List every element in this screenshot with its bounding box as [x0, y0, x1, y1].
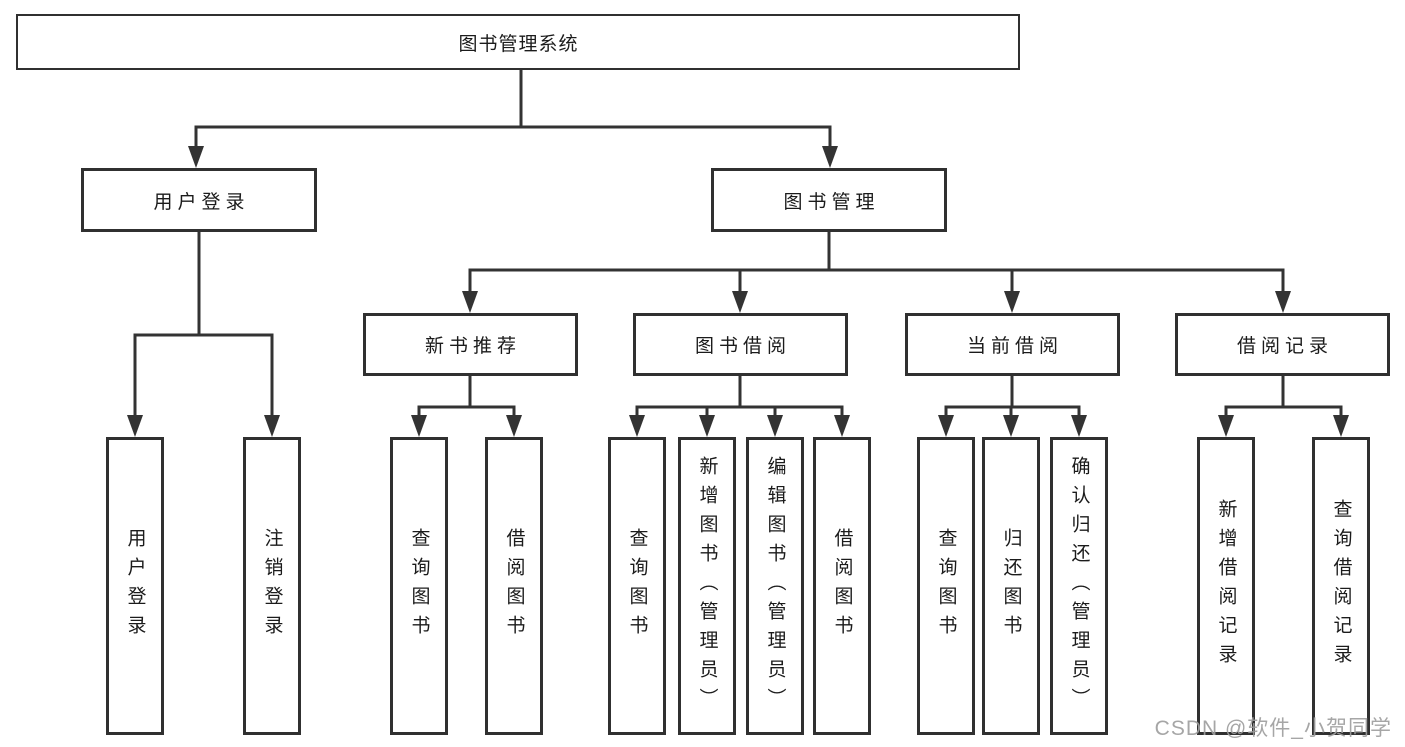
node-label: 查询图书	[408, 528, 430, 644]
node-label: 当前借阅	[966, 336, 1063, 357]
node-label: 借阅图书	[831, 528, 853, 644]
node-label: 查询图书	[935, 528, 957, 644]
leaf-current-return-books: 归还图书	[982, 437, 1040, 735]
connector-borrow-records-to-leaves	[1218, 376, 1349, 437]
leaf-records-query-borrow-record: 查询借阅记录	[1312, 437, 1370, 735]
node-label: 查询借阅记录	[1330, 499, 1352, 673]
node-label: 查询图书	[626, 528, 648, 644]
node-borrow-records: 借阅记录	[1175, 313, 1390, 376]
node-label: 借阅图书	[503, 528, 525, 644]
leaf-borrowing-add-books-admin: 新增图书（管理员）	[678, 437, 736, 735]
leaf-records-add-borrow-record: 新增借阅记录	[1197, 437, 1255, 735]
node-label: 新书推荐	[424, 336, 521, 357]
node-label: 新增借阅记录	[1215, 499, 1237, 673]
csdn-watermark: CSDN @软件_小贺同学	[1154, 717, 1392, 740]
node-label: 图书管理系统	[458, 33, 579, 55]
connector-root-to-level2	[188, 70, 838, 168]
node-label: 归还图书	[1000, 528, 1022, 644]
leaf-recommend-query-books: 查询图书	[390, 437, 448, 735]
connector-current-borrowing-to-leaves	[938, 376, 1087, 437]
node-label: 用户登录	[124, 528, 146, 644]
node-label: 借阅记录	[1236, 336, 1333, 357]
node-book-management: 图书管理	[711, 168, 947, 232]
leaf-borrowing-edit-books-admin: 编辑图书（管理员）	[746, 437, 804, 735]
connector-book-borrowing-to-leaves	[629, 376, 850, 437]
node-label: 图书管理	[783, 191, 880, 213]
node-new-book-recommend: 新书推荐	[363, 313, 578, 376]
node-label: 编辑图书（管理员）	[764, 455, 786, 717]
node-current-borrowing: 当前借阅	[905, 313, 1120, 376]
connector-new-book-recommend-to-leaves	[411, 376, 522, 437]
node-label: 图书借阅	[694, 336, 791, 357]
connector-user-login-to-leaves	[127, 232, 280, 437]
node-user-login: 用户登录	[81, 168, 317, 232]
leaf-borrowing-borrow-books: 借阅图书	[813, 437, 871, 735]
leaf-recommend-borrow-books: 借阅图书	[485, 437, 543, 735]
node-label: 新增图书（管理员）	[696, 455, 718, 717]
node-label: 用户登录	[153, 191, 250, 213]
leaf-current-query-books: 查询图书	[917, 437, 975, 735]
leaf-borrowing-query-books: 查询图书	[608, 437, 666, 735]
leaf-user-login: 用户登录	[106, 437, 164, 735]
node-root: 图书管理系统	[16, 14, 1020, 70]
node-book-borrowing: 图书借阅	[633, 313, 848, 376]
leaf-current-confirm-return-admin: 确认归还（管理员）	[1050, 437, 1108, 735]
node-label: 确认归还（管理员）	[1068, 455, 1090, 717]
leaf-logout-login: 注销登录	[243, 437, 301, 735]
connector-book-management-to-level3	[462, 232, 1291, 313]
node-label: 注销登录	[261, 528, 283, 644]
